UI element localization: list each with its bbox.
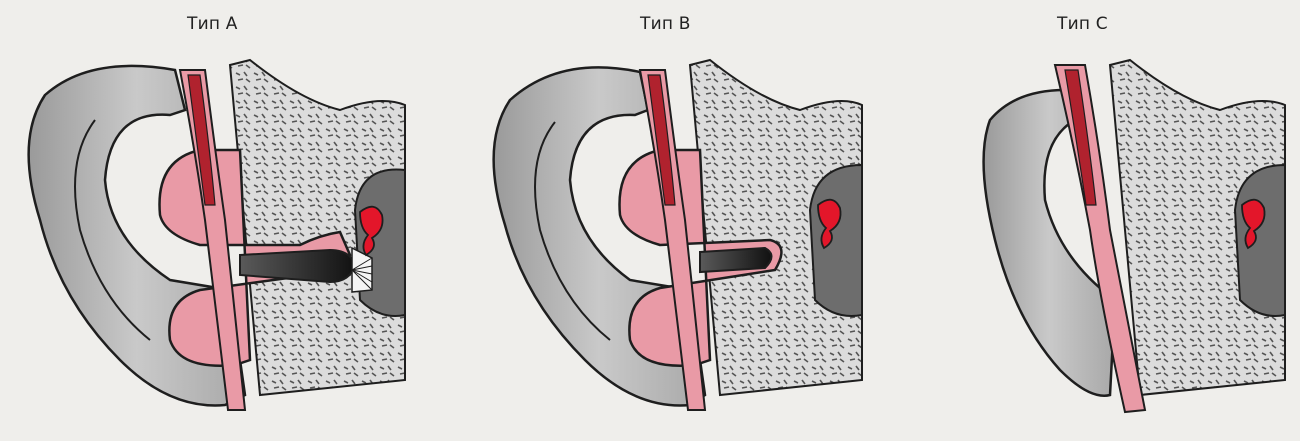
panel-b-inner-cavity — [810, 165, 862, 316]
panel-a-ear-diagram — [29, 60, 405, 410]
panel-c-ear-diagram — [984, 60, 1285, 412]
panel-a-inner-cavity — [355, 170, 405, 317]
panel-b-ear-diagram — [494, 60, 862, 410]
panel-b-ear-canal — [700, 248, 772, 272]
panel-a-ear-canal — [240, 250, 355, 282]
panel-c-inner-cavity — [1235, 165, 1285, 316]
